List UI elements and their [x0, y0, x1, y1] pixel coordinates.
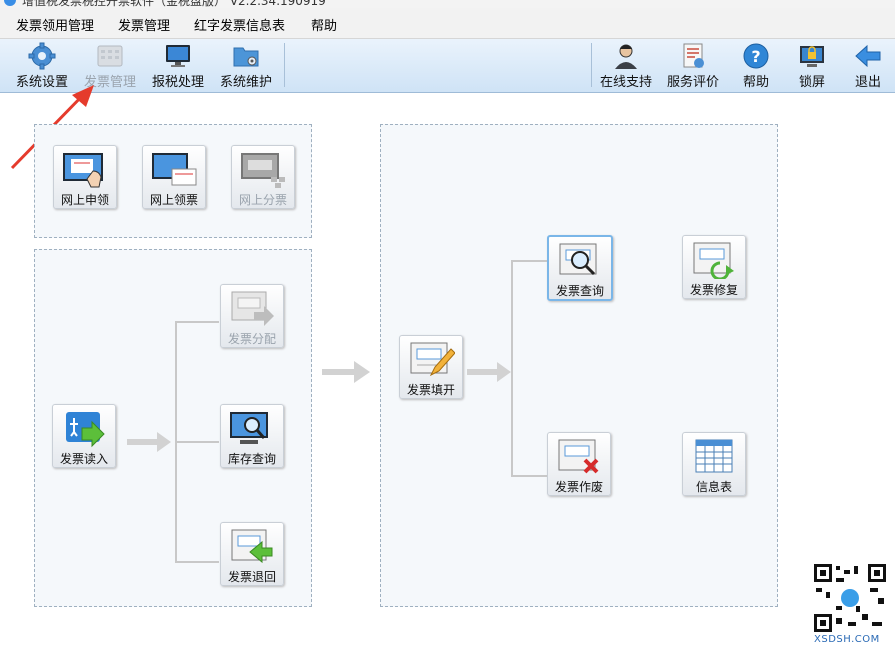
stock-query-tile[interactable]: 库存查询	[220, 404, 284, 468]
table-grid-icon	[695, 439, 733, 473]
menu-invoice-manage[interactable]: 发票管理	[118, 19, 171, 34]
invoice-query-label: 发票查询	[555, 284, 604, 298]
window-title: 增值税发票税控开票软件（金税盘版） V2.2.34.190919	[22, 0, 326, 8]
menu-help[interactable]: 帮助	[311, 19, 338, 34]
info-table-label: 信息表	[695, 480, 732, 494]
window-title-bar: 增值税发票税控开票软件（金税盘版） V2.2.34.190919	[0, 0, 895, 8]
exit-label: 退出	[854, 75, 881, 90]
online-receive-tile[interactable]: 网上领票	[142, 145, 206, 209]
online-apply-label: 网上申领	[60, 193, 109, 207]
monitor-icon	[166, 45, 190, 67]
online-distribute-label: 网上分票	[238, 193, 287, 207]
exit-arrow-icon	[855, 44, 881, 68]
monitor-invoice-icon	[152, 153, 197, 186]
invoice-query-tile[interactable]: 发票查询	[547, 235, 613, 301]
lock-screen-label: 锁屏	[798, 75, 825, 90]
invoice-void-tile[interactable]: 发票作废	[547, 432, 611, 496]
invoice-fill-label: 发票填开	[406, 383, 455, 397]
support-person-icon	[615, 44, 637, 69]
monitor-distribute-icon	[241, 153, 285, 188]
online-apply-tile[interactable]: 网上申领	[53, 145, 117, 209]
invoice-read-icon	[66, 412, 105, 448]
flow-arrow	[322, 361, 370, 383]
online-invoice-panel: 网上申领 网上领票 网上分票	[34, 124, 312, 238]
help-label: 帮助	[742, 75, 769, 90]
exit-button[interactable]: 退出	[846, 39, 890, 92]
invoice-return-label: 发票退回	[227, 570, 276, 584]
invoice-repair-label: 发票修复	[689, 283, 738, 297]
info-table-tile[interactable]: 信息表	[682, 432, 746, 496]
system-settings-label: 系统设置	[15, 75, 68, 90]
qr-code-watermark	[812, 562, 888, 634]
invoice-read-label: 发票读入	[59, 452, 108, 466]
toolbar-separator	[591, 43, 592, 87]
service-evaluation-label: 服务评价	[666, 75, 719, 90]
invoice-return-icon	[231, 529, 273, 564]
lock-screen-icon	[800, 46, 824, 67]
lock-screen-button[interactable]: 锁屏	[790, 39, 834, 92]
watermark-text: XSDSH.COM	[814, 634, 880, 645]
system-maintenance-label: 系统维护	[219, 75, 272, 90]
menu-red-invoice-info[interactable]: 红字发票信息表	[194, 19, 286, 34]
system-settings-button[interactable]: 系统设置	[8, 39, 76, 92]
service-evaluation-button[interactable]: 服务评价	[663, 39, 723, 92]
invoice-fill-tile[interactable]: 发票填开	[399, 335, 463, 399]
online-distribute-tile[interactable]: 网上分票	[231, 145, 295, 209]
evaluation-icon	[683, 43, 704, 68]
workspace: 网上申领 网上领票 网上分票	[0, 85, 895, 654]
invoice-allocate-tile[interactable]: 发票分配	[220, 284, 284, 348]
system-maintenance-button[interactable]: 系统维护	[214, 39, 278, 92]
invoice-allocate-icon	[231, 291, 274, 326]
invoice-repair-tile[interactable]: 发票修复	[682, 235, 746, 299]
invoice-read-panel: 发票分配 发票读入 库存查询 发票退回	[34, 249, 312, 607]
invoice-read-tile[interactable]: 发票读入	[52, 404, 116, 468]
folder-gear-icon	[233, 47, 259, 67]
flow-arrow	[127, 432, 171, 452]
svg-text:?: ?	[751, 47, 760, 66]
invoice-allocate-label: 发票分配	[227, 332, 276, 346]
menu-invoice-acquire[interactable]: 发票领用管理	[16, 19, 95, 34]
stock-query-label: 库存查询	[227, 452, 276, 466]
help-icon: ?	[743, 43, 769, 69]
tax-filing-button[interactable]: 报税处理	[146, 39, 210, 92]
invoice-search-icon	[559, 243, 597, 276]
gear-icon	[28, 42, 56, 70]
invoice-void-label: 发票作废	[554, 480, 603, 494]
invoice-manage-button[interactable]: 发票管理	[78, 39, 142, 92]
invoice-manage-label: 发票管理	[83, 75, 136, 90]
menu-bar: 发票领用管理 发票管理 红字发票信息表 帮助	[0, 8, 895, 39]
invoice-void-icon	[558, 439, 599, 474]
online-support-button[interactable]: 在线支持	[596, 39, 656, 92]
flow-arrow	[467, 362, 511, 382]
app-icon	[4, 0, 16, 6]
tax-filing-label: 报税处理	[151, 75, 204, 90]
invoice-refresh-icon	[693, 242, 734, 279]
monitor-search-icon	[230, 412, 268, 444]
online-receive-label: 网上领票	[149, 193, 198, 207]
invoice-pencil-icon	[410, 342, 455, 377]
invoice-manage-icon	[97, 45, 123, 67]
toolbar-separator	[284, 43, 285, 87]
invoice-fill-panel: 发票填开 发票查询 发票修复 发票作废	[380, 124, 778, 607]
main-toolbar: 系统设置 发票管理 报税处理 系统维护 在线支持	[0, 39, 895, 93]
monitor-hand-icon	[63, 153, 103, 188]
invoice-return-tile[interactable]: 发票退回	[220, 522, 284, 586]
help-button[interactable]: ? 帮助	[734, 39, 778, 92]
online-support-label: 在线支持	[599, 75, 652, 90]
